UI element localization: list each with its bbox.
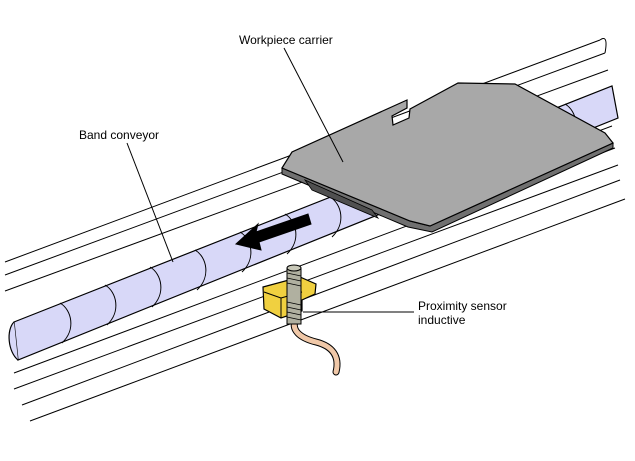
label-proximity-sensor-line1: Proximity sensor — [418, 299, 507, 313]
leader-line-carrier — [283, 47, 344, 163]
workpiece-carrier — [281, 82, 614, 233]
leader-lines — [126, 47, 414, 313]
label-workpiece-carrier: Workpiece carrier — [239, 33, 333, 47]
leader-line-band — [126, 142, 174, 263]
label-proximity-sensor-line2: inductive — [418, 313, 466, 327]
label-band-conveyor: Band conveyor — [79, 128, 160, 142]
proximity-sensor — [262, 264, 341, 376]
label-proximity-sensor: Proximity sensor inductive — [418, 299, 507, 327]
arrow-left-icon — [234, 213, 312, 251]
